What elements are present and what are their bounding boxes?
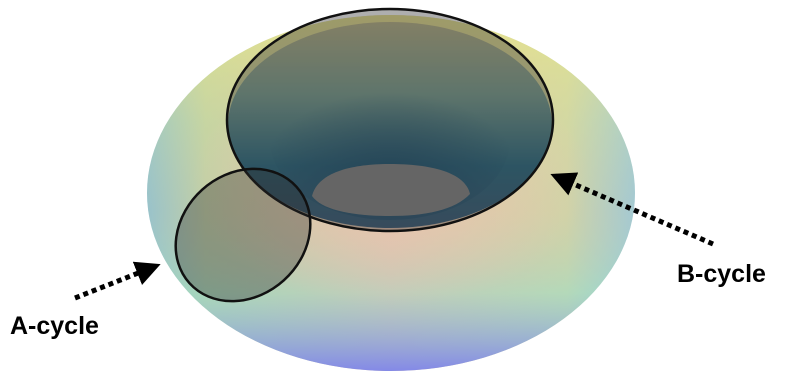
b-cycle-label: B-cycle [677,262,766,287]
a-cycle-arrow [75,266,156,298]
a-cycle-label: A-cycle [10,314,99,339]
